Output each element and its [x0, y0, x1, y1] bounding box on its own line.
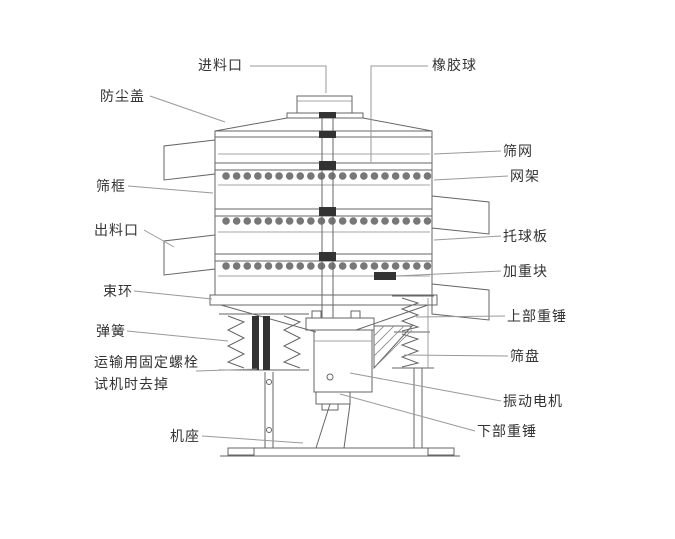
label-sieve-mesh: 筛网: [503, 144, 533, 160]
leader-weight-block: [395, 270, 502, 277]
label-dust-cover: 防尘盖: [100, 89, 145, 105]
label-clamp-ring: 束环: [103, 284, 133, 300]
spring-assembly-left: [219, 313, 309, 371]
label-transport-bolt-line2: 试机时去掉: [94, 377, 169, 393]
leader-rubber-ball: [370, 65, 428, 162]
label-weight-block: 加重块: [503, 264, 548, 280]
leader-mesh-frame: [433, 175, 509, 181]
leader-dust-cover: [149, 95, 226, 123]
leader-sieve-frame: [127, 185, 214, 194]
leader-upper-weight: [415, 315, 506, 318]
label-spring: 弹簧: [96, 324, 126, 340]
leader-feed-inlet: [250, 65, 327, 93]
label-ball-tray: 托球板: [503, 229, 548, 245]
vibration-motor-body: [305, 310, 375, 393]
discharge-spout-lower-left: [163, 234, 216, 276]
leader-sieve-pan: [403, 354, 509, 357]
discharge-spout-upper-left: [163, 139, 216, 181]
label-machine-base: 机座: [170, 429, 200, 445]
machine-diagram: [163, 95, 490, 457]
label-vibration-motor: 振动电机: [503, 394, 563, 410]
label-upper-weight: 上部重锤: [507, 309, 567, 325]
weight-block-part: [374, 272, 396, 280]
rubber-ball-rows: [222, 172, 432, 270]
leader-ball-tray: [433, 235, 502, 241]
label-mesh-frame: 网架: [510, 169, 540, 185]
transport-fixing-bolt: [252, 316, 259, 370]
label-discharge-outlet: 出料口: [94, 223, 139, 239]
leader-machine-base: [201, 435, 304, 444]
label-sieve-frame: 筛框: [96, 179, 126, 195]
leader-discharge-outlet: [143, 229, 175, 248]
spout-lower-right: [431, 283, 490, 321]
leader-lines: [126, 65, 509, 444]
leader-sieve-mesh: [433, 150, 502, 155]
machine-base-structure: [220, 368, 460, 457]
label-sieve-pan: 筛盘: [510, 349, 540, 365]
label-rubber-ball: 橡胶球: [432, 58, 477, 74]
leader-vibration-motor: [349, 372, 502, 402]
label-lower-weight: 下部重锤: [477, 424, 537, 440]
leader-spring: [126, 330, 229, 342]
leader-lower-weight: [339, 393, 476, 432]
lower-weight-block: [315, 391, 351, 411]
clamp-ring-band: [209, 294, 438, 306]
hatched-bracket: [373, 325, 414, 370]
label-feed-inlet: 进料口: [198, 58, 243, 74]
label-transport-bolt-line1: 运输用固定螺栓: [94, 355, 199, 371]
leader-clamp-ring: [133, 290, 213, 300]
leader-transport-bolt: [195, 368, 258, 372]
transport-fixing-bolt: [263, 316, 270, 370]
spout-upper-right: [431, 195, 490, 235]
center-column: [319, 112, 336, 318]
spring-assembly-right: [392, 295, 434, 369]
